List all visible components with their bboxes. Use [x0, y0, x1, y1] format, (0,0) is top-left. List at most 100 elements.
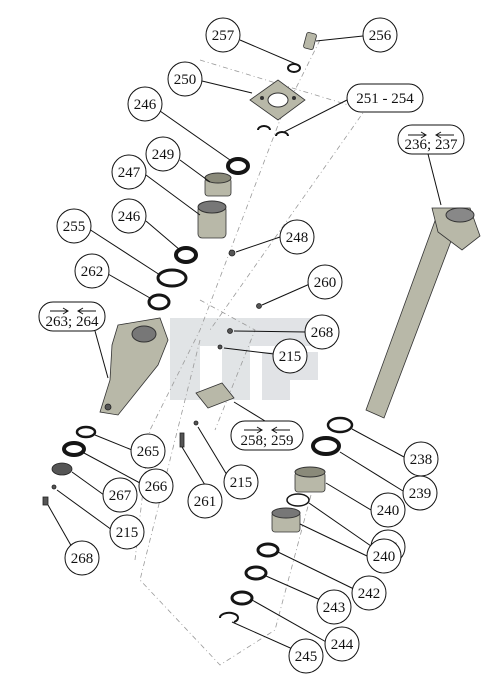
svg-text:249: 249 — [152, 147, 175, 163]
svg-text:236; 237: 236; 237 — [405, 137, 458, 153]
svg-text:250: 250 — [174, 72, 197, 88]
callout-box-258-259: 258; 259 — [230, 420, 304, 451]
svg-text:245: 245 — [295, 649, 318, 665]
pin-215-upper — [217, 344, 223, 350]
svg-text:256: 256 — [369, 28, 392, 44]
bolt-261 — [179, 432, 185, 448]
bolt-268-lower — [42, 496, 49, 506]
nut-268-upper — [227, 328, 233, 334]
callout-260: 260 — [307, 264, 343, 300]
callout-249: 249 — [145, 136, 181, 172]
svg-text:251 - 254: 251 - 254 — [356, 91, 414, 107]
svg-text:265: 265 — [137, 444, 160, 460]
ring-255 — [156, 268, 188, 288]
svg-text:215: 215 — [116, 525, 139, 541]
ring-262 — [147, 293, 171, 311]
washer-257 — [287, 63, 301, 73]
svg-text:215: 215 — [279, 349, 302, 365]
bolt-256 — [303, 32, 317, 50]
svg-text:258; 259: 258; 259 — [241, 433, 294, 449]
callout-239: 239 — [402, 475, 438, 511]
pin-248 — [228, 249, 236, 257]
washer-242 — [256, 542, 280, 558]
svg-text:266: 266 — [145, 479, 168, 495]
callout-245: 245 — [288, 638, 324, 674]
bolt-260 — [256, 303, 262, 309]
seal-239 — [311, 436, 341, 456]
seal-246-upper — [226, 157, 250, 175]
washer-243 — [244, 565, 268, 581]
seal-246-lower — [174, 246, 198, 264]
svg-text:248: 248 — [286, 230, 309, 246]
svg-text:263; 264: 263; 264 — [46, 314, 99, 330]
leader-lines — [47, 35, 442, 656]
svg-text:255: 255 — [63, 219, 86, 235]
callout-257: 257 — [205, 17, 241, 53]
flange-250 — [249, 79, 306, 121]
svg-text:268: 268 — [311, 325, 334, 341]
washer-244 — [230, 590, 254, 606]
callout-256: 256 — [362, 17, 398, 53]
bearing-267 — [51, 462, 73, 476]
callout-255: 255 — [56, 208, 92, 244]
svg-text:267: 267 — [109, 488, 132, 504]
callout-250: 250 — [167, 61, 203, 97]
svg-text:257: 257 — [212, 28, 235, 44]
svg-text:260: 260 — [314, 275, 337, 291]
callout-240-upper: 240 — [370, 492, 406, 528]
washer-238 — [326, 416, 354, 434]
shaft-236-237 — [365, 207, 481, 419]
svg-text:238: 238 — [410, 452, 433, 468]
callout-238: 238 — [403, 441, 439, 477]
callout-243: 243 — [316, 589, 352, 625]
svg-text:244: 244 — [331, 637, 354, 653]
svg-text:240: 240 — [373, 549, 396, 565]
svg-text:239: 239 — [409, 486, 432, 502]
bushing-249 — [204, 172, 232, 197]
callout-265: 265 — [130, 433, 166, 469]
svg-text:240: 240 — [377, 503, 400, 519]
svg-text:262: 262 — [81, 264, 104, 280]
svg-text:268: 268 — [71, 551, 94, 567]
callout-247: 247 — [111, 154, 147, 190]
svg-text:246: 246 — [134, 97, 157, 113]
callout-244: 244 — [324, 626, 360, 662]
ring-245 — [219, 611, 239, 623]
washer-265 — [75, 425, 97, 439]
callout-251-254: 251 - 254 — [346, 83, 424, 113]
callout-215-upper: 215 — [272, 338, 308, 374]
svg-text:215: 215 — [230, 475, 253, 491]
callout-246-upper: 246 — [127, 86, 163, 122]
callout-215-lower: 215 — [109, 514, 145, 550]
svg-text:243: 243 — [323, 600, 346, 616]
svg-text:247: 247 — [118, 165, 141, 181]
svg-text:246: 246 — [118, 209, 141, 225]
callout-242: 242 — [351, 575, 387, 611]
callout-268-lower: 268 — [64, 540, 100, 576]
rings-251-254 — [257, 125, 289, 137]
housing-247 — [197, 200, 227, 239]
callout-215-mid: 215 — [223, 464, 259, 500]
svg-text:242: 242 — [358, 586, 381, 602]
seal-266 — [62, 441, 86, 457]
callout-262: 262 — [74, 253, 110, 289]
knuckle-263-264 — [99, 317, 169, 416]
callout-box-236-237: 236; 237 — [397, 124, 465, 155]
ring-241 — [286, 493, 310, 507]
callout-268-upper: 268 — [304, 314, 340, 350]
svg-text:261: 261 — [194, 494, 217, 510]
bearing-240-lower — [271, 507, 301, 533]
block-258-259 — [195, 382, 235, 409]
callout-box-263-264: 263; 264 — [38, 301, 106, 332]
pin-215-mid — [193, 420, 199, 426]
pin-215-lower — [51, 484, 57, 490]
callout-240-lower: 240 — [366, 538, 402, 574]
callout-266: 266 — [138, 468, 174, 504]
callout-267: 267 — [102, 477, 138, 513]
callout-246-lower: 246 — [111, 198, 147, 234]
callout-248: 248 — [279, 219, 315, 255]
callout-261: 261 — [187, 483, 223, 519]
bearing-240-upper — [294, 466, 326, 493]
